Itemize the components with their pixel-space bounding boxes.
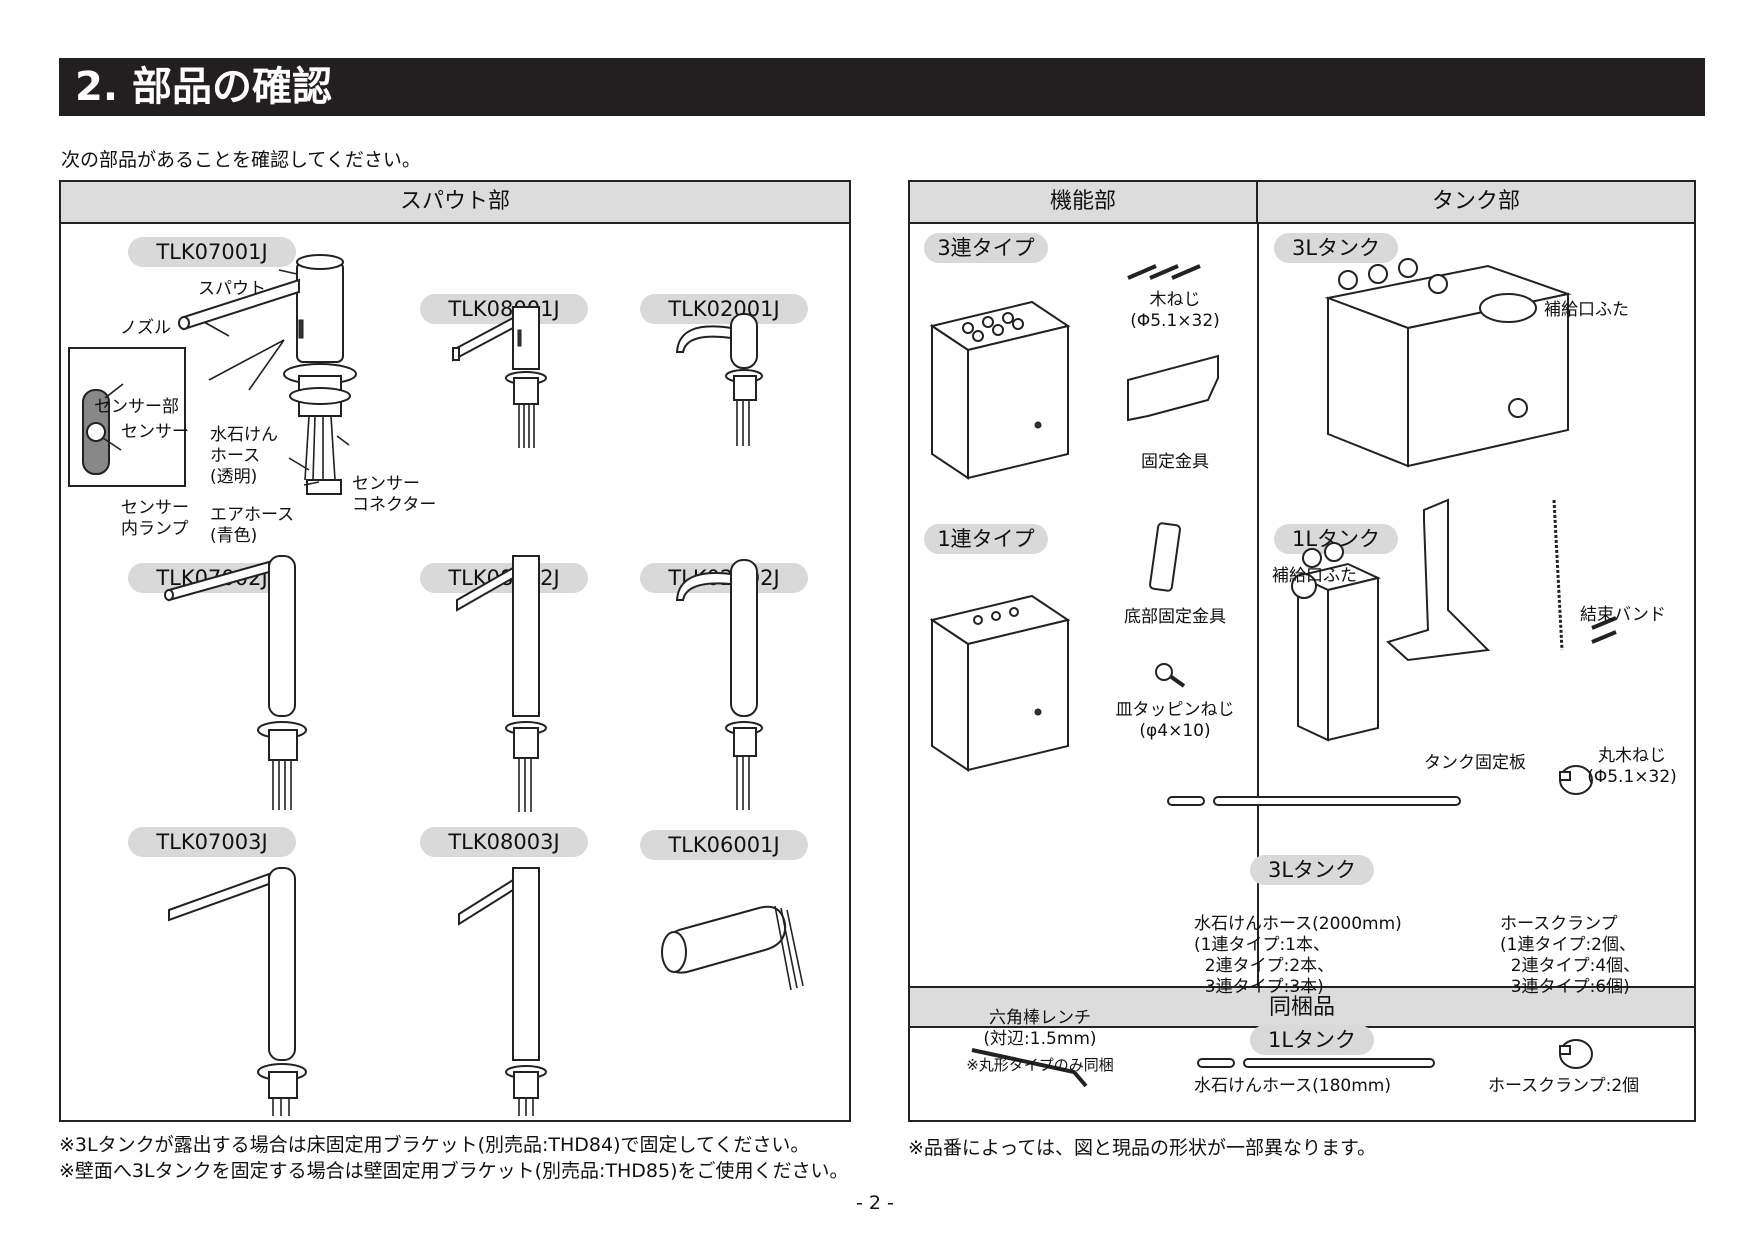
hose-1l-short-icon — [1197, 1058, 1235, 1068]
note-left-2: ※壁面へ3Lタンクを固定する場合は壁固定用ブラケット(別売品:THD85)をご使… — [59, 1160, 849, 1182]
refill-cap-1l-label: 補給口ふた — [1272, 566, 1357, 586]
tank-3l-label: 3Lタンク — [1274, 233, 1398, 263]
label-sensor: センサー — [121, 422, 189, 442]
tapping-screw-label: 皿タッピンねじ (φ4×10) — [1115, 700, 1235, 741]
model-label: TLK08003J — [420, 827, 588, 857]
type-3-label: 3連タイプ — [924, 233, 1048, 263]
tank-plate-label: タンク固定板 — [1424, 753, 1526, 773]
tank-3l-illustration — [1324, 258, 1572, 468]
spout-tlk02002j-illustration — [675, 559, 763, 810]
tank-1l-illustration — [1291, 542, 1382, 742]
round-screw-icons — [1591, 616, 1617, 644]
fixing-bracket-icon — [1127, 354, 1219, 422]
intro-text: 次の部品があることを確認してください。 — [61, 149, 421, 171]
spout-tlk07002j-illustration — [164, 555, 307, 810]
page-number: - 2 - — [856, 1192, 894, 1214]
label-nozzle: ノズル — [120, 318, 171, 338]
page-title: 2. 部品の確認 — [59, 58, 1705, 116]
model-label: TLK07001J — [128, 237, 296, 267]
hose-1l-long-icon — [1243, 1058, 1435, 1068]
label-soap-hose: 水石けん ホース (透明) — [210, 425, 278, 487]
hose-3l-label: 水石けんホース(2000mm) (1連タイプ:1本、 2連タイプ:2本、 3連タ… — [1194, 914, 1402, 997]
wood-screw-icons — [1127, 264, 1201, 280]
refill-cap-label: 補給口ふた — [1544, 300, 1629, 320]
cable-band-icon — [1552, 499, 1564, 651]
bottom-bracket-label: 底部固定金具 — [1124, 607, 1226, 627]
clamp-1l-label: ホースクランプ:2個 — [1488, 1076, 1640, 1096]
hex-wrench-note: ※丸形タイプのみ同梱 — [966, 1056, 1114, 1074]
spout-tlk08002j-illustration — [456, 555, 547, 812]
model-label: TLK06001J — [640, 830, 808, 860]
label-air-hose: エアホース (青色) — [210, 505, 295, 546]
bundled-3l-label: 3Lタンク — [1250, 855, 1374, 885]
hose-3l-long-icon — [1213, 796, 1461, 806]
spout-heading: スパウト部 — [61, 182, 849, 224]
function-unit-3-illustration — [929, 300, 1071, 480]
tank-heading: タンク部 — [1258, 182, 1694, 224]
spout-drawings — [68, 254, 804, 1116]
cable-band-label: 結束バンド — [1580, 605, 1666, 625]
type-1-label: 1連タイプ — [924, 524, 1048, 554]
spout-tlk06001j-illustration — [661, 905, 804, 991]
model-label: TLK07003J — [128, 827, 296, 857]
fixing-bracket-label: 固定金具 — [1141, 452, 1209, 472]
spout-tlk02001j-illustration — [675, 313, 763, 446]
spout-tlk07001j-illustration — [178, 254, 357, 495]
function-heading: 機能部 — [910, 182, 1258, 224]
round-screw-label: 丸木ねじ (Φ5.1×32) — [1587, 746, 1677, 787]
hex-wrench-label: 六角棒レンチ (対辺:1.5mm) — [983, 1008, 1097, 1049]
tapping-screw-icon — [1155, 663, 1186, 688]
spout-tlk08001j-illustration — [452, 306, 547, 448]
bundled-heading: 同梱品 — [910, 986, 1694, 1028]
clamp-3l-label: ホースクランプ (1連タイプ:2個、 2連タイプ:4個、 3連タイプ:6個) — [1500, 914, 1641, 997]
bottom-bracket-icon — [1149, 522, 1181, 592]
note-right: ※品番によっては、図と現品の形状が一部異なります。 — [908, 1137, 1377, 1159]
label-sensor-section: センサー部 — [94, 397, 179, 417]
spout-tlk07003j-illustration — [168, 867, 307, 1116]
function-unit-1-illustration — [929, 594, 1071, 772]
tank-plate-icon — [1386, 498, 1491, 662]
label-sensor-connector: センサー コネクター — [352, 474, 437, 515]
hose-clamp-icon — [1559, 765, 1593, 795]
hose-3l-short-icon — [1167, 796, 1205, 806]
parts-drawings — [929, 258, 1617, 1088]
hose-clamp-icon — [1559, 1039, 1593, 1069]
spout-tlk08003j-illustration — [458, 867, 547, 1116]
bundled-1l-label: 1Lタンク — [1250, 1025, 1374, 1055]
label-sensor-lamp: センサー 内ランプ — [121, 498, 189, 539]
hose-1l-label: 水石けんホース(180mm) — [1194, 1076, 1391, 1096]
label-spout: スパウト — [198, 279, 266, 299]
model-label: TLK02001J — [640, 294, 808, 324]
note-left-1: ※3Lタンクが露出する場合は床固定用ブラケット(別売品:THD84)で固定してく… — [59, 1134, 810, 1156]
hex-wrench-icon — [971, 1048, 1088, 1088]
wood-screw-label: 木ねじ (Φ5.1×32) — [1130, 290, 1220, 331]
model-label: TLK08001J — [420, 294, 588, 324]
